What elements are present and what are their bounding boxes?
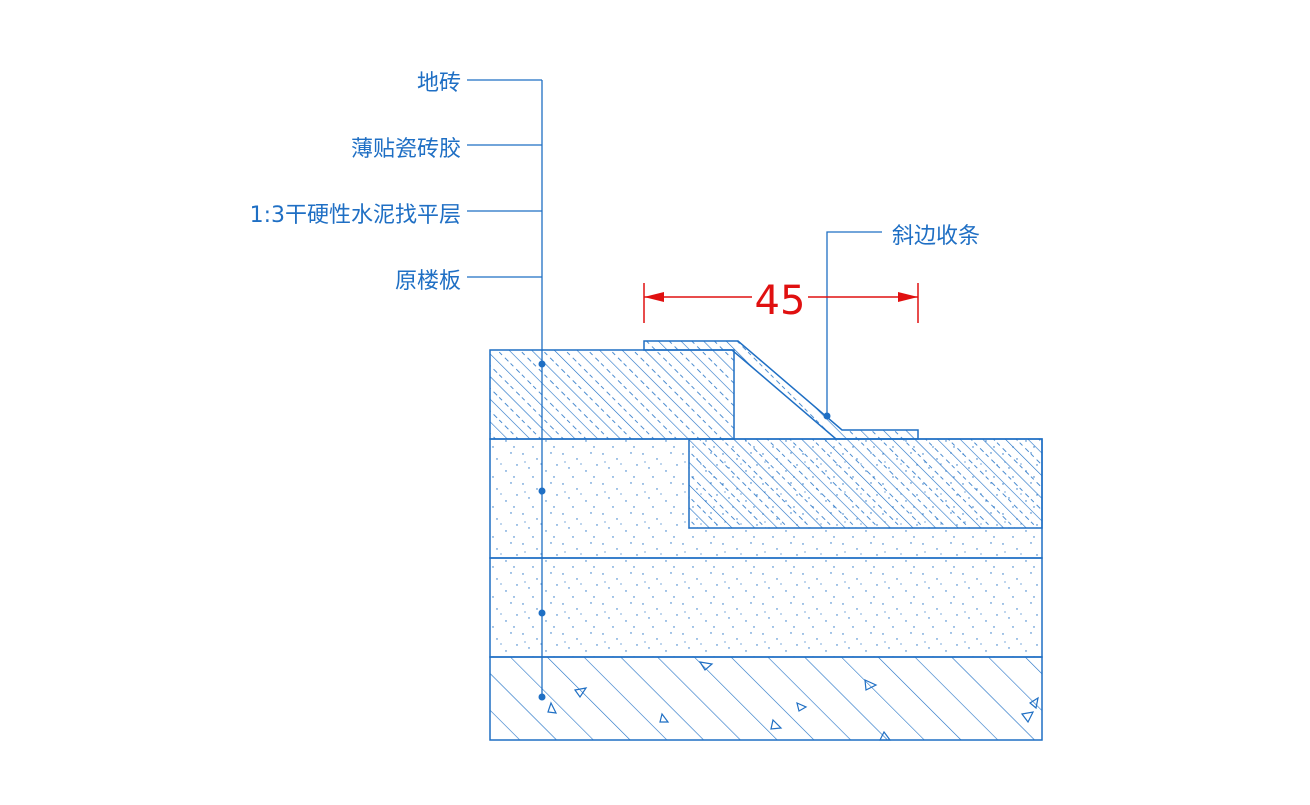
label-adhesive: 薄贴瓷砖胶 (351, 137, 461, 162)
aggregate-mark (796, 701, 808, 712)
label-screed: 1:3干硬性水泥找平层 (250, 203, 461, 228)
leader-dot-screed (538, 609, 546, 617)
screed-layer-lower (489, 557, 1043, 658)
leader-dot-tile (538, 360, 546, 368)
leader-trim (826, 231, 882, 416)
aggregate-mark (659, 712, 670, 723)
aggregate-mark (770, 718, 783, 730)
tile-upper-left (489, 349, 735, 440)
dimension-arrow-right (898, 292, 918, 302)
tile-lower-right (688, 438, 1043, 529)
existing-floor-slab (489, 656, 1043, 741)
dimension-value: 45 (755, 278, 806, 324)
aggregate-mark (864, 679, 878, 691)
aggregate-mark (573, 687, 588, 699)
aggregate-mark (1020, 711, 1035, 724)
aggregate-mark (547, 701, 558, 714)
label-slab: 原楼板 (395, 269, 461, 294)
leader-dot-adhesive (538, 487, 546, 495)
aggregate-mark (1028, 696, 1039, 710)
aggregate-mark (879, 730, 892, 741)
label-trim: 斜边收条 (892, 224, 980, 249)
label-tile: 地砖 (417, 71, 461, 96)
leader-dot-trim (823, 412, 831, 420)
dimension-arrow-left (644, 292, 664, 302)
aggregate-marks (547, 661, 1039, 741)
aggregate-mark (698, 661, 714, 671)
leader-dot-slab (538, 693, 546, 701)
bevel-edge-trim-strip (643, 340, 919, 440)
